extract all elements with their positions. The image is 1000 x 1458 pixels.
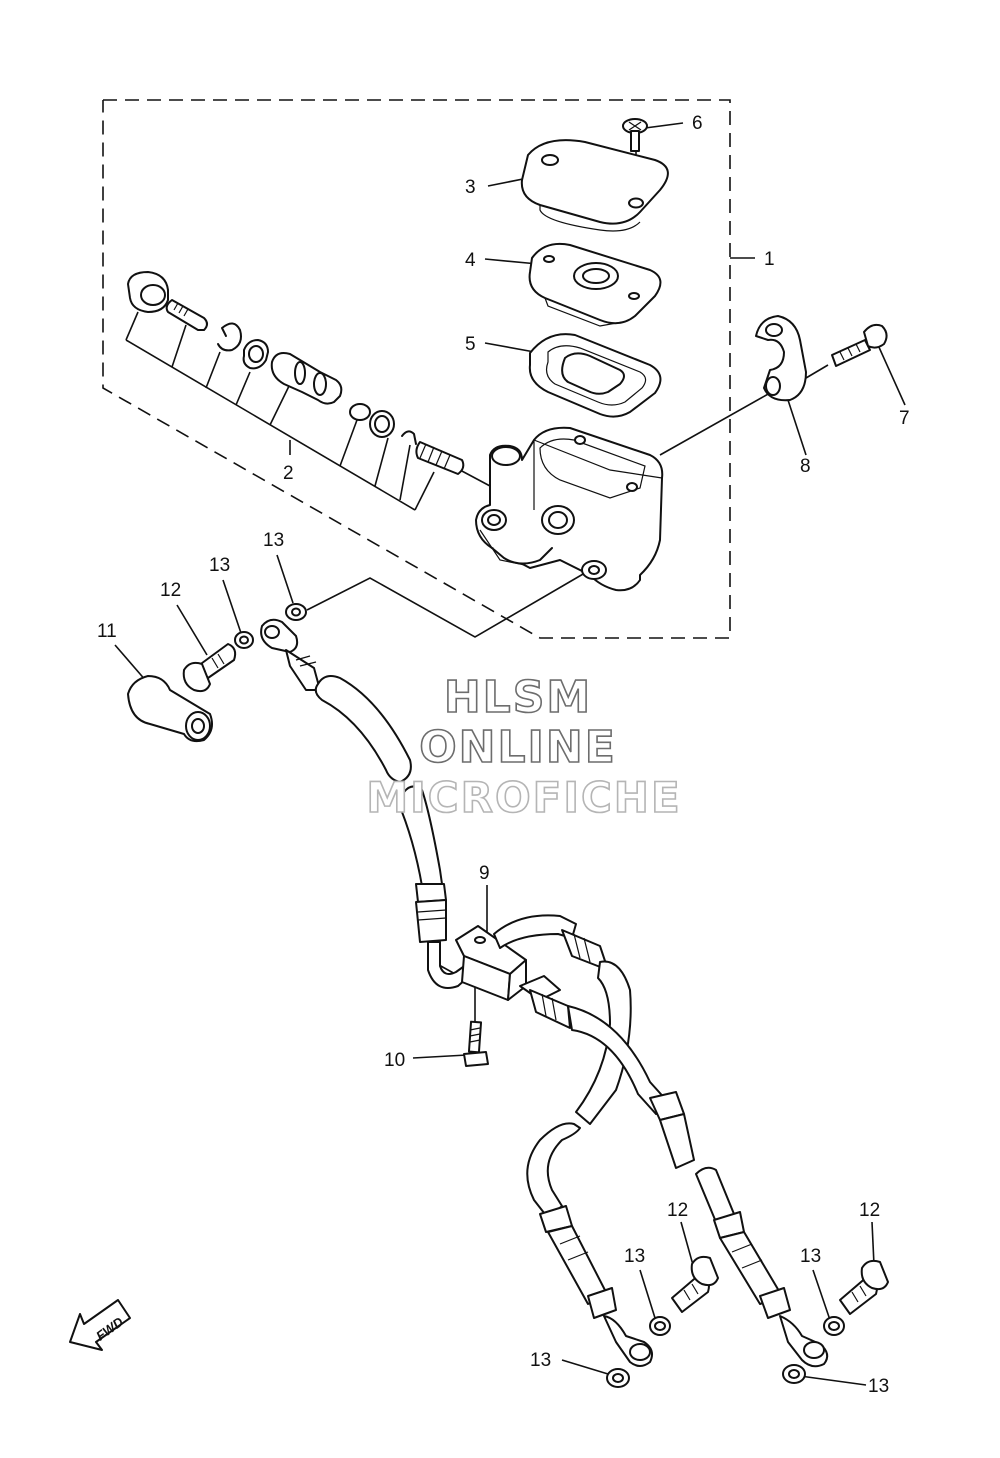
diaphragm-plate [528, 242, 662, 327]
callout-12-upper: 12 [160, 580, 181, 601]
callout-13-upper-b: 13 [263, 530, 284, 551]
callout-13-lower-a: 13 [624, 1246, 645, 1267]
callout-13-lower-d: 13 [868, 1376, 889, 1397]
brake-hose-lower-right [529, 989, 829, 1368]
callout-11: 11 [97, 621, 117, 642]
callout-6: 6 [692, 113, 703, 134]
callout-labels: 1 2 3 4 5 6 7 8 9 10 11 12 13 13 13 12 1… [97, 113, 910, 1397]
callout-12-lower-b: 12 [859, 1200, 880, 1221]
callout-10: 10 [384, 1050, 405, 1071]
brake-hose-upper [260, 603, 477, 989]
callout-2: 2 [283, 463, 294, 484]
reservoir-cap [520, 139, 669, 232]
callout-9: 9 [479, 863, 490, 884]
banjo-bolt-lower-right [782, 1259, 889, 1384]
forward-arrow-icon: FWD [69, 1299, 131, 1351]
piston-kit [127, 271, 465, 475]
callout-13-upper-a: 13 [209, 555, 230, 576]
hose-joint [455, 914, 577, 1067]
handlebar-holder [755, 315, 888, 402]
callout-12-lower-a: 12 [667, 1200, 688, 1221]
assembly-boundary [102, 99, 731, 639]
master-cylinder-body [475, 426, 664, 592]
callout-7: 7 [899, 408, 910, 429]
watermark-line-3: MICROFICHE [366, 773, 681, 822]
watermark-line-2: ONLINE [419, 722, 617, 773]
callout-8: 8 [800, 456, 811, 477]
callout-3: 3 [465, 177, 476, 198]
callout-13-lower-b: 13 [530, 1350, 551, 1371]
callout-5: 5 [465, 334, 476, 355]
watermark: HLSM ONLINE MICROFICHE [366, 671, 681, 823]
brake-hose-lower-left [526, 929, 653, 1367]
callout-1: 1 [764, 249, 775, 270]
callout-13-lower-c: 13 [800, 1246, 821, 1267]
diaphragm [528, 333, 662, 418]
cap-screw [622, 118, 648, 152]
banjo-bolt-lower-left [606, 1255, 719, 1388]
banjo-bolt-upper [127, 631, 254, 743]
watermark-line-1: HLSM [444, 672, 592, 723]
callout-4: 4 [465, 250, 476, 271]
